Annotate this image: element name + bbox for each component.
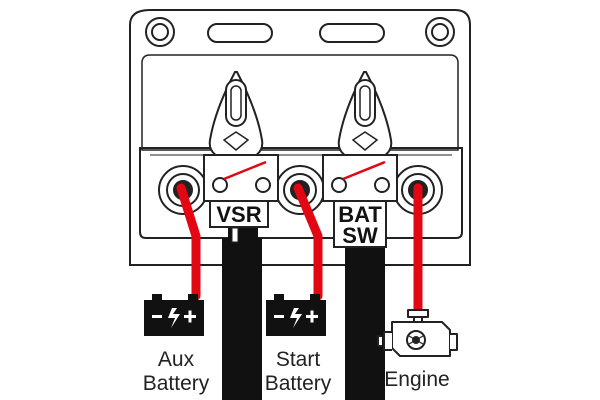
engine-icon (377, 309, 458, 357)
battery-icon (144, 294, 204, 336)
engine: Engine (377, 309, 458, 391)
aux-positive-cable (176, 183, 201, 301)
lug-bat-sw (337, 71, 393, 164)
aux-battery-label-line1: Aux (158, 348, 195, 371)
bat-sw-switch: BAT SW (322, 154, 398, 248)
bat-sw-label-line2: SW (342, 223, 378, 248)
bat-sw-label-line1: BAT (338, 202, 382, 227)
start-battery-label-line2: Battery (265, 372, 332, 395)
engine-label: Engine (384, 368, 449, 391)
aux-battery-label-line2: Battery (143, 372, 210, 395)
battery-icon (266, 294, 326, 336)
vsr-label: VSR (216, 202, 261, 227)
aux-battery: Aux Battery (143, 294, 210, 395)
start-battery: Start Battery (265, 294, 332, 395)
lug-vsr (208, 71, 264, 164)
positive-cables (176, 183, 423, 317)
start-battery-label-line1: Start (276, 348, 321, 371)
start-positive-cable (293, 183, 323, 301)
vsr-switch: VSR (203, 154, 279, 228)
